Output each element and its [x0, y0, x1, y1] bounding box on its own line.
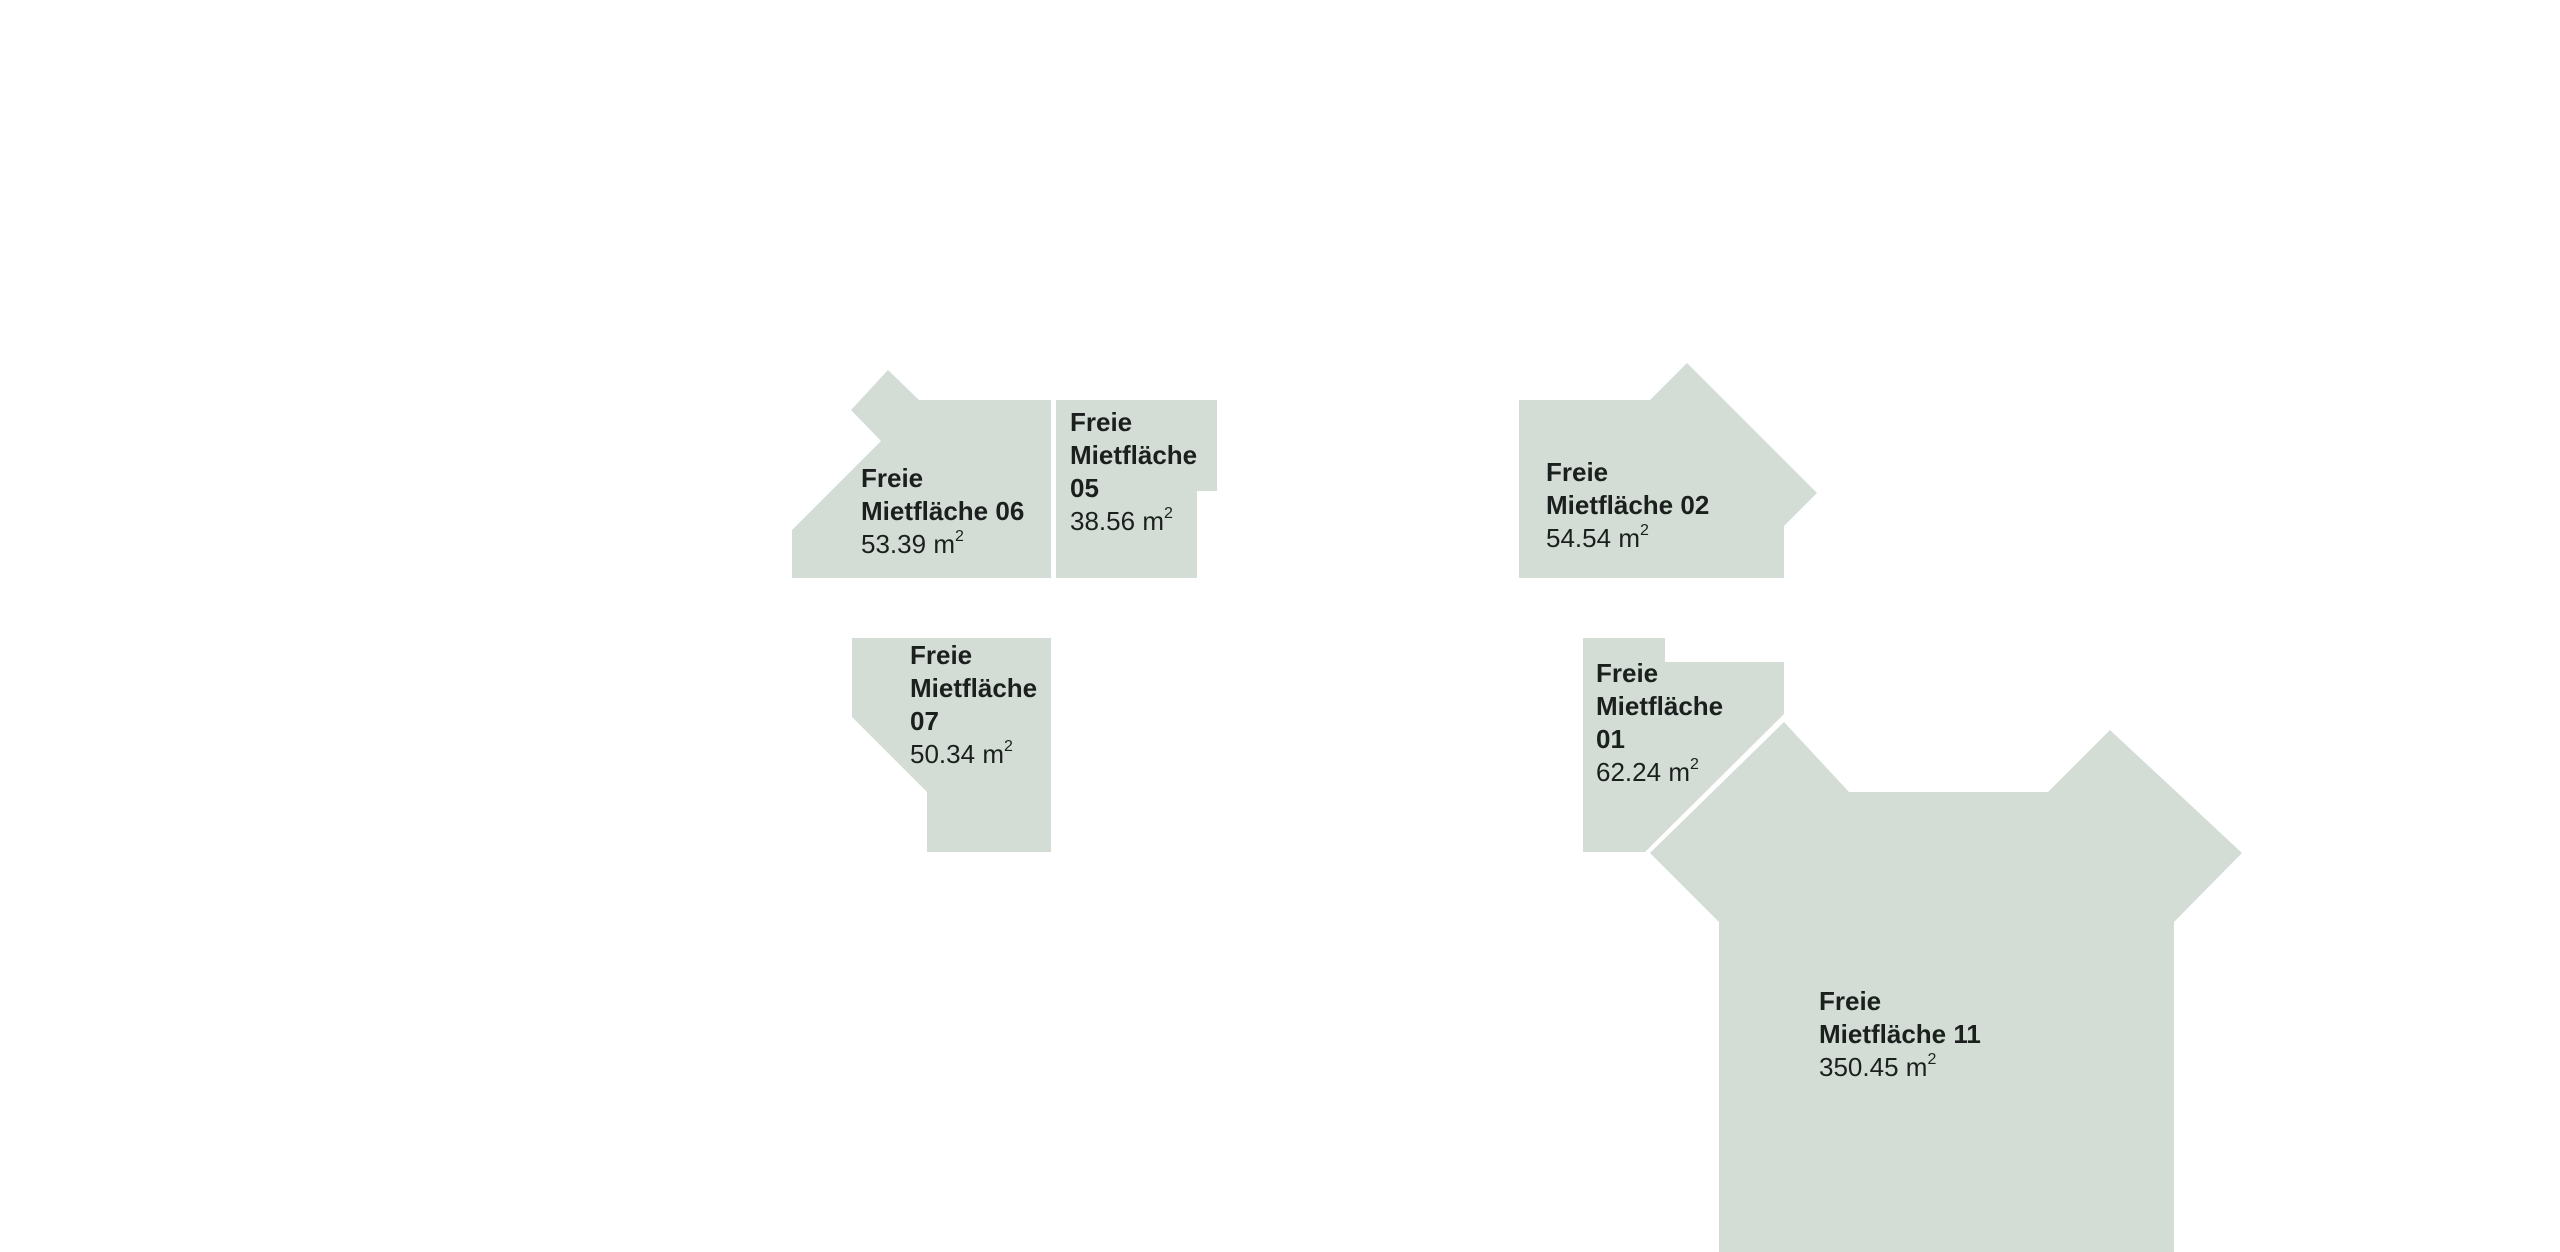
unit-name: Freie Mietfläche 06 — [861, 463, 1025, 526]
unit-label-07[interactable]: Freie Mietfläche 07 50.34 m2 — [910, 639, 1037, 771]
unit-label-06[interactable]: Freie Mietfläche 06 53.39 m2 — [861, 462, 1024, 561]
unit-label-11[interactable]: Freie Mietfläche 11 350.45 m2 — [1819, 985, 1981, 1084]
unit-label-02[interactable]: Freie Mietfläche 02 54.54 m2 — [1546, 456, 1709, 555]
unit-shape-02[interactable] — [1519, 363, 1817, 578]
unit-area: 53.39 m2 — [861, 528, 964, 559]
unit-area: 62.24 m2 — [1596, 756, 1699, 787]
unit-shape-07[interactable] — [852, 638, 1051, 852]
unit-area: 54.54 m2 — [1546, 522, 1649, 553]
unit-shape-11[interactable] — [1650, 722, 2242, 1252]
unit-label-01[interactable]: Freie Mietfläche 01 62.24 m2 — [1596, 657, 1723, 789]
unit-name: Freie Mietfläche 05 — [1070, 407, 1198, 503]
unit-name: Freie Mietfläche 11 — [1819, 986, 1981, 1049]
unit-shape-06[interactable] — [792, 370, 1051, 578]
unit-name: Freie Mietfläche 07 — [910, 640, 1038, 736]
unit-label-05[interactable]: Freie Mietfläche 05 38.56 m2 — [1070, 406, 1197, 538]
unit-area: 50.34 m2 — [910, 738, 1013, 769]
unit-name: Freie Mietfläche 01 — [1596, 658, 1724, 754]
unit-name: Freie Mietfläche 02 — [1546, 457, 1710, 520]
unit-area: 350.45 m2 — [1819, 1051, 1937, 1082]
unit-shape-05[interactable] — [1056, 400, 1217, 578]
unit-area: 38.56 m2 — [1070, 505, 1173, 536]
unit-shape-01[interactable] — [1583, 638, 1784, 852]
